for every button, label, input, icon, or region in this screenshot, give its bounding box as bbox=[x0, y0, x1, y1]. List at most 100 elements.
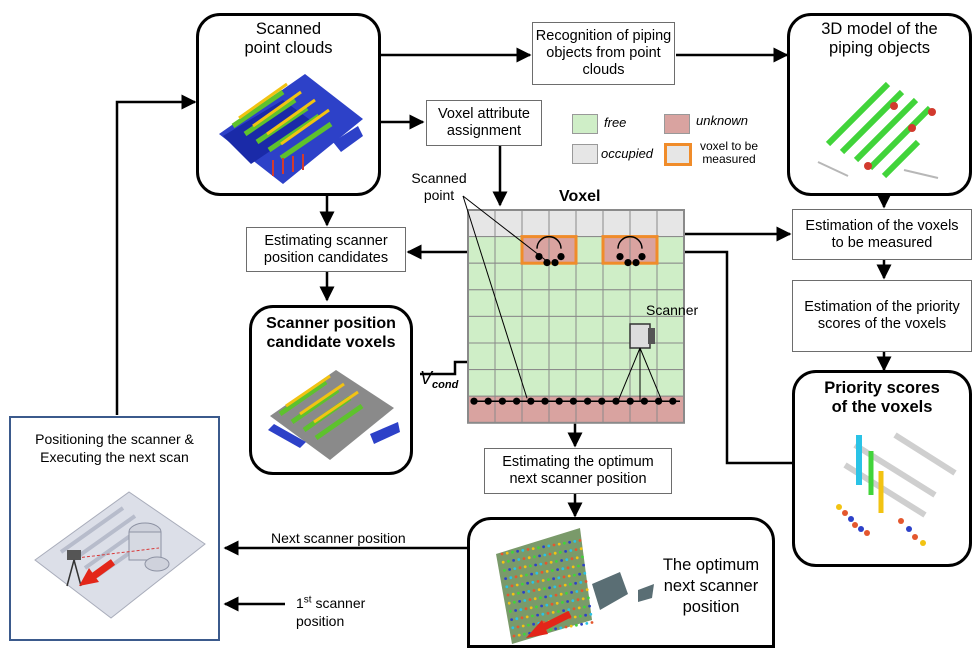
mesh-point bbox=[570, 591, 573, 594]
legend-swatch-occupied bbox=[572, 144, 598, 164]
arrow-loop-to-scanned bbox=[115, 94, 197, 415]
mesh-point bbox=[577, 606, 581, 610]
voxel-cell bbox=[656, 209, 685, 238]
legend-swatch-to-measure bbox=[664, 143, 692, 166]
mesh-point bbox=[544, 561, 548, 565]
mesh-point bbox=[563, 541, 566, 545]
mesh-point bbox=[543, 553, 547, 557]
legend-label-free: free bbox=[604, 115, 627, 130]
mesh-point bbox=[590, 621, 594, 624]
mesh-point bbox=[535, 571, 539, 575]
scanned-point-dot bbox=[584, 397, 592, 405]
scanned-point-pointer bbox=[462, 195, 549, 263]
mesh-point bbox=[567, 574, 571, 578]
mesh-point bbox=[584, 580, 588, 583]
mesh-point bbox=[556, 568, 559, 571]
estimating-candidates-box: Estimating scanner position candidates bbox=[246, 227, 406, 272]
voxel-cell bbox=[521, 209, 550, 238]
tripod-leg bbox=[617, 347, 641, 402]
mesh-point bbox=[527, 623, 530, 627]
priority-scores-title: Priority scores of the voxels bbox=[824, 379, 940, 416]
mesh-point bbox=[588, 604, 591, 608]
voxel-cell bbox=[629, 369, 658, 397]
voxel-cell bbox=[548, 236, 577, 264]
mesh-point bbox=[575, 590, 579, 593]
voxel-cell bbox=[467, 342, 496, 371]
mesh-point bbox=[517, 558, 521, 561]
scanned-point-dot bbox=[551, 259, 559, 267]
voxel-cell bbox=[656, 262, 685, 291]
scanned-point-dot bbox=[624, 259, 632, 267]
mesh-point bbox=[566, 600, 569, 603]
mesh-point bbox=[527, 590, 531, 593]
scanned-point-dot bbox=[616, 253, 624, 261]
scanner-label: Scanner bbox=[646, 302, 699, 318]
mesh-point bbox=[541, 612, 545, 616]
optimum-position-box: The optimum next scanner position bbox=[467, 517, 775, 648]
mesh-point bbox=[581, 597, 585, 601]
voxel-cell bbox=[575, 342, 604, 371]
mesh-point bbox=[564, 625, 568, 629]
mesh-point bbox=[565, 591, 568, 595]
mesh-point bbox=[549, 594, 553, 598]
voxel-title: Voxel bbox=[559, 188, 601, 205]
legend-label-to-measure: voxel to be measured bbox=[699, 139, 759, 166]
mesh-point bbox=[547, 578, 550, 581]
scanned-point-dot bbox=[535, 253, 543, 261]
mesh-point bbox=[530, 572, 533, 576]
mesh-point bbox=[551, 569, 554, 572]
mesh-point bbox=[507, 559, 510, 563]
mesh-point bbox=[565, 558, 569, 561]
mesh-point bbox=[579, 547, 583, 551]
mesh-point bbox=[580, 622, 583, 626]
mesh-point bbox=[537, 588, 541, 591]
voxel-cell bbox=[521, 262, 550, 291]
scanned-point-clouds-box: Scanned point clouds bbox=[196, 13, 381, 196]
estimating-optimum-box: Estimating the optimum next scanner posi… bbox=[484, 448, 672, 494]
voxel-cell bbox=[467, 289, 496, 317]
mesh-point bbox=[532, 589, 536, 592]
scanned-point-dot bbox=[612, 397, 620, 405]
voxel-cell bbox=[575, 315, 604, 344]
mesh-point bbox=[561, 601, 564, 604]
mesh-point bbox=[525, 573, 528, 577]
voxel-cell bbox=[521, 315, 550, 344]
mesh-point bbox=[578, 539, 582, 542]
scanned-point-dot bbox=[555, 397, 563, 405]
mesh-point bbox=[570, 557, 574, 561]
mesh-point bbox=[536, 580, 540, 583]
mesh-point bbox=[500, 552, 504, 556]
mesh-point bbox=[528, 598, 532, 601]
scanned-point-dot bbox=[470, 397, 478, 405]
mesh-point bbox=[517, 591, 520, 595]
mesh-point bbox=[581, 555, 584, 559]
mesh-point bbox=[505, 551, 509, 555]
scanner-body bbox=[629, 323, 651, 349]
voxel-cell bbox=[521, 369, 550, 397]
mesh-point bbox=[535, 605, 538, 609]
mesh-point bbox=[569, 549, 573, 552]
voxel-cell bbox=[629, 262, 658, 291]
voxel-cell bbox=[602, 236, 631, 264]
voxel-grid-border bbox=[467, 209, 685, 424]
mesh-point bbox=[572, 607, 576, 611]
mesh-point bbox=[531, 614, 534, 618]
v-cond-label: Vcond bbox=[420, 368, 458, 391]
mesh-point bbox=[514, 609, 517, 612]
voxel-cell bbox=[521, 342, 550, 371]
mesh-point bbox=[557, 542, 561, 546]
scan-arc bbox=[536, 235, 562, 249]
mesh-point bbox=[529, 564, 532, 568]
mesh-point bbox=[523, 599, 527, 602]
mesh-point bbox=[507, 601, 511, 605]
mesh-point bbox=[559, 550, 562, 554]
mesh-point bbox=[523, 632, 526, 636]
mesh-point bbox=[583, 571, 587, 575]
next-scanner-label: Next scanner position bbox=[271, 530, 406, 546]
mesh-point bbox=[575, 623, 578, 627]
scanned-point-label: Scanned point bbox=[411, 170, 467, 203]
mesh-point bbox=[522, 557, 526, 560]
mesh-point bbox=[585, 588, 589, 592]
mesh-point bbox=[519, 574, 523, 578]
voxel-cell bbox=[494, 209, 523, 238]
